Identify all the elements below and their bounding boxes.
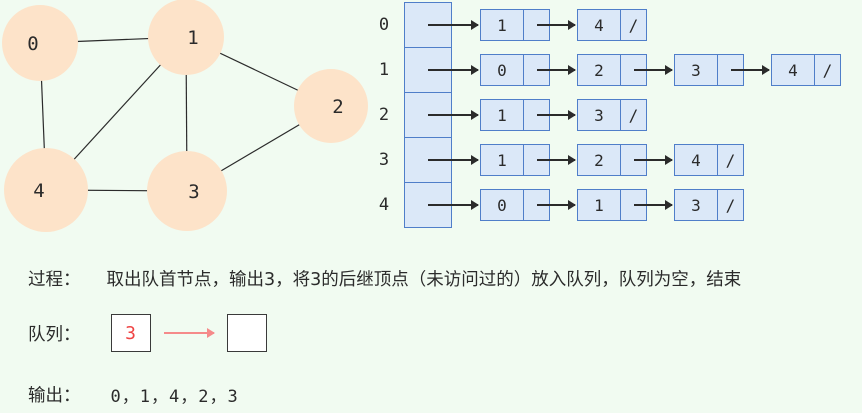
arrow-icon [428, 200, 479, 210]
list-node-value: 3 [691, 60, 701, 80]
list-node-value: 1 [497, 105, 507, 125]
arrow-icon [634, 65, 673, 75]
list-node-pointer [620, 55, 646, 85]
process-text: 取出队首节点，输出3，将3的后继顶点（未访问过的）放入队列，队列为空，结束 [106, 270, 742, 290]
list-node-null: / [717, 145, 743, 175]
list-node-value: 1 [497, 15, 507, 35]
adjacency-row: 2 1 3 / [374, 92, 841, 138]
queue-empty-box [226, 314, 267, 352]
queue-arrow-icon [163, 328, 215, 338]
adjacency-index-label: 3 [378, 150, 390, 170]
arrow-icon [537, 155, 576, 165]
graph-node-label: 4 [33, 180, 44, 202]
list-node-null: / [620, 10, 646, 40]
list-node-pointer [523, 190, 549, 220]
adjacency-row: 4 0 1 3 / [374, 182, 841, 228]
adjacency-row: 3 1 2 4 / [374, 137, 841, 183]
list-node-pointer [523, 10, 549, 40]
graph-node-label: 1 [187, 27, 198, 49]
list-node-value: 2 [594, 150, 604, 170]
graph-canvas: 0 1 2 3 4 [2, 0, 368, 232]
graph-node-label: 0 [27, 33, 38, 55]
adjacency-row: 1 0 2 3 4 / [374, 47, 841, 93]
list-node-value: 4 [788, 60, 798, 80]
adjacency-list: 0 1 4 / 1 0 2 [374, 2, 841, 228]
list-node: 1 [480, 99, 550, 131]
list-node-value: 1 [594, 195, 604, 215]
list-node: 3 / [577, 99, 647, 131]
output-label: 输出： [28, 386, 81, 406]
list-node-value: 4 [691, 150, 701, 170]
list-node: 3 / [674, 189, 744, 221]
process-label: 过程： [28, 270, 81, 290]
arrow-icon [428, 155, 479, 165]
arrow-icon [634, 200, 673, 210]
list-node-pointer [523, 145, 549, 175]
output-row: 输出： 0，1，4，2，3 [28, 382, 239, 407]
list-node-null: / [620, 100, 646, 130]
adjacency-index-label: 0 [378, 15, 390, 35]
arrow-icon [428, 110, 479, 120]
list-node-value: 1 [497, 150, 507, 170]
arrow-icon [537, 110, 576, 120]
list-node-value: 0 [497, 60, 507, 80]
list-node-value: 2 [594, 60, 604, 80]
arrow-icon [428, 20, 479, 30]
graph-node-label: 3 [188, 181, 199, 203]
arrow-icon [634, 155, 673, 165]
list-node-value: 3 [594, 105, 604, 125]
adjacency-index-label: 4 [378, 195, 390, 215]
graph-node-circle [147, 151, 227, 231]
graph-node-label: 2 [332, 96, 343, 118]
output-values: 0，1，4，2，3 [110, 387, 239, 407]
list-node-pointer [523, 100, 549, 130]
list-node-null: / [717, 190, 743, 220]
list-node-value: 3 [691, 195, 701, 215]
list-node: 2 [577, 54, 647, 86]
list-node-pointer [620, 190, 646, 220]
arrow-icon [537, 20, 576, 30]
list-node: 4 / [771, 54, 841, 86]
arrow-icon [428, 65, 479, 75]
graph-figure: 0 1 2 3 4 [0, 0, 374, 250]
adjacency-row: 0 1 4 / [374, 2, 841, 48]
list-node: 4 / [674, 144, 744, 176]
list-node-value: 4 [594, 15, 604, 35]
graph-node-circle [2, 5, 78, 81]
graph-node-circle [4, 148, 88, 232]
list-node-value: 0 [497, 195, 507, 215]
adjacency-index-label: 2 [378, 105, 390, 125]
queue-row: 队列： 3 [28, 314, 267, 352]
arrow-icon [731, 65, 770, 75]
process-row: 过程： 取出队首节点，输出3，将3的后继顶点（未访问过的）放入队列，队列为空，结… [28, 266, 741, 291]
list-node-pointer [620, 145, 646, 175]
graph-node-circle [148, 0, 224, 75]
queue-front-box: 3 [110, 314, 151, 352]
list-node-pointer [523, 55, 549, 85]
graph-node-circle [294, 69, 368, 143]
arrow-icon [537, 65, 576, 75]
list-node-null: / [814, 55, 840, 85]
list-node: 4 / [577, 9, 647, 41]
queue-label: 队列： [28, 324, 81, 345]
list-node-pointer [717, 55, 743, 85]
adjacency-index-label: 1 [378, 60, 390, 80]
arrow-icon [537, 200, 576, 210]
